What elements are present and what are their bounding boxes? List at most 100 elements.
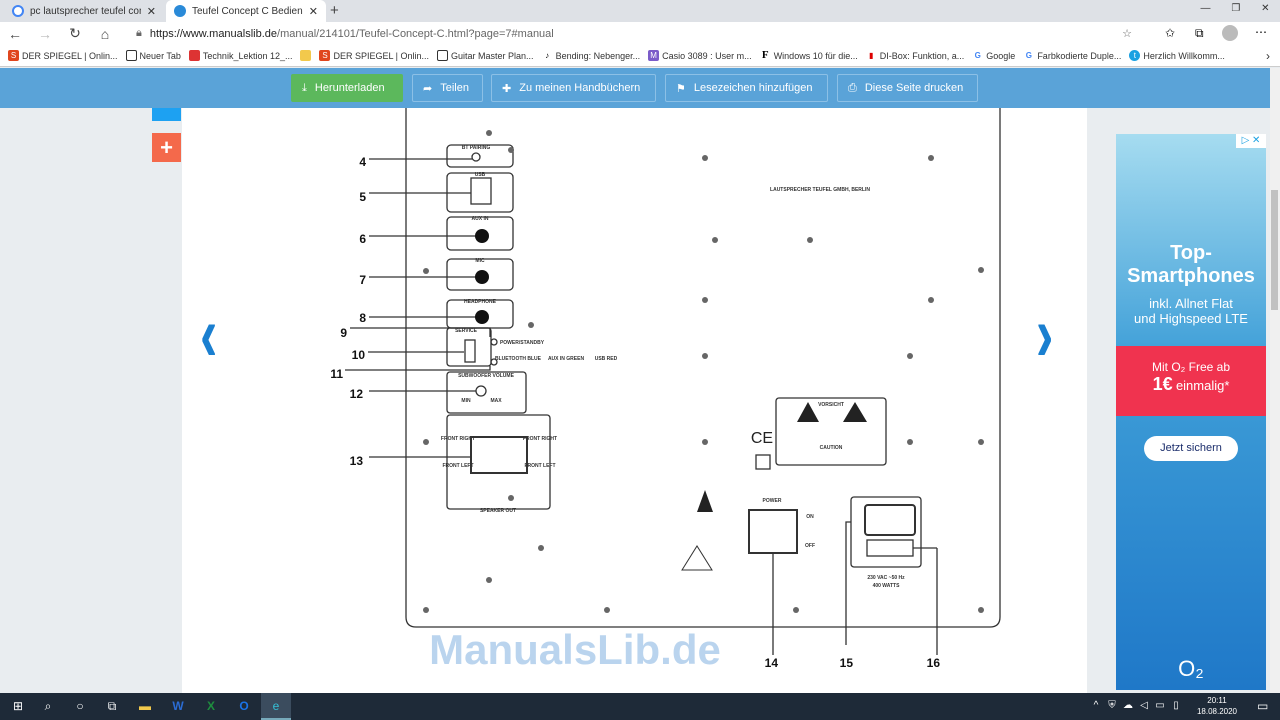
callout-13: 13 <box>350 454 364 468</box>
collections-icon[interactable]: ⧉ <box>1195 26 1204 40</box>
usb-icon[interactable]: ▯ <box>1173 700 1179 711</box>
task-view-icon[interactable]: ⧉ <box>107 699 117 713</box>
page-icon <box>437 50 449 61</box>
profile-avatar[interactable] <box>1222 25 1238 41</box>
bookmark-item[interactable]: ♪Bending: Nebenger... <box>542 50 641 61</box>
spiegel-icon: S <box>319 50 331 61</box>
share-button[interactable]: ➦Teilen <box>412 74 483 102</box>
edge-icon[interactable]: e <box>261 693 291 720</box>
print-icon: ⎙ <box>848 81 857 94</box>
home-icon[interactable]: ⌂ <box>100 25 110 42</box>
previous-page-arrow[interactable]: ‹ <box>200 291 218 379</box>
bookmark-icon: ⚑ <box>676 82 686 95</box>
bookmark-label: DER SPIEGEL | Onlin... <box>22 50 118 61</box>
start-icon[interactable]: ⊞ <box>12 699 24 713</box>
favorite-star-icon[interactable]: ☆ <box>1122 28 1132 40</box>
close-tab-icon[interactable]: ✕ <box>308 5 318 18</box>
outlook-icon[interactable]: O <box>239 699 249 713</box>
new-tab-button[interactable]: + <box>330 2 339 19</box>
bookmark-label: DER SPIEGEL | Onlin... <box>333 50 430 61</box>
front-left-label: FRONT LEFT <box>442 463 473 469</box>
button-label: Diese Seite drucken <box>864 82 964 94</box>
spiegel-icon: S <box>8 50 19 61</box>
more-share-button[interactable]: + <box>152 133 181 162</box>
forward-icon[interactable]: → <box>38 25 52 42</box>
favorites-icon[interactable]: ✩ <box>1165 26 1176 40</box>
service-port <box>464 339 476 363</box>
bookmark-folder[interactable] <box>300 50 312 61</box>
ad-cta-button[interactable]: Jetzt sichern <box>1144 436 1238 461</box>
callout-12: 12 <box>350 387 364 401</box>
system-tray: ^ ⛨ ☁ ◁ ▭ ▯ <box>1090 700 1182 711</box>
tab-google-search[interactable]: pc lautsprecher teufel concept c✕ <box>4 0 164 22</box>
volume-icon[interactable]: ◁ <box>1140 700 1148 711</box>
onedrive-icon[interactable]: ☁ <box>1123 700 1133 711</box>
front-right-label: FRONT RIGHT <box>441 436 475 442</box>
file-explorer-icon[interactable]: ▬ <box>139 699 151 713</box>
speaker-out-box <box>446 414 551 510</box>
print-page-button[interactable]: ⎙ Diese Seite drucken <box>837 74 978 102</box>
menu-icon[interactable]: ⋯ <box>1255 25 1267 39</box>
lock-icon: 🔒︎ <box>136 27 142 39</box>
callout-16: 16 <box>927 656 941 670</box>
bookmark-item[interactable]: G Google <box>972 50 1016 61</box>
next-page-arrow[interactable]: › <box>1036 291 1054 379</box>
reload-icon[interactable]: ↻ <box>69 25 81 41</box>
network-icon[interactable]: ▭ <box>1155 700 1165 711</box>
time: 20:11 <box>1207 696 1227 705</box>
google-icon: G <box>974 51 981 60</box>
maximize-button[interactable]: ❐ <box>1231 3 1241 14</box>
manufacturer-label: LAUTSPRECHER TEUFEL GMBH, BERLIN <box>770 187 870 193</box>
tab-manualslib[interactable]: Teufel Concept C Bedienungsanleitung✕ <box>166 0 326 22</box>
bookmark-label: Windows 10 für die... <box>773 50 858 61</box>
add-to-manuals-button[interactable]: ✚Zu meinen Handbüchern <box>491 74 656 102</box>
minimize-button[interactable]: — <box>1200 3 1211 14</box>
manual-page-area <box>182 108 1087 693</box>
twitter-share-button[interactable] <box>152 108 181 121</box>
back-icon[interactable]: ← <box>8 25 22 42</box>
close-tab-icon[interactable]: ✕ <box>146 5 156 18</box>
bookmark-item[interactable]: ▮DI-Box: Funktion, a... <box>866 50 964 61</box>
download-button[interactable]: ⤓Herunterladen <box>291 74 403 102</box>
date: 18.08.2020 <box>1196 707 1238 716</box>
ad-choices-close-icon[interactable]: ▷ ✕ <box>1236 134 1266 148</box>
excel-icon[interactable]: X <box>206 699 215 713</box>
word-icon[interactable]: W <box>172 699 184 713</box>
ad-subtext: inkl. Allnet Flat <box>1149 296 1233 311</box>
bookmark-item[interactable]: Neuer Tab <box>125 50 181 61</box>
bookmark-item[interactable]: Technik_Lektion 12_... <box>188 50 293 61</box>
close-window-button[interactable]: ✕ <box>1261 3 1270 14</box>
scrollbar-thumb[interactable] <box>1271 190 1278 310</box>
bookmark-label: Bending: Nebenger... <box>555 50 641 61</box>
search-icon[interactable]: ⌕ <box>44 699 52 713</box>
service-label: SERVICE <box>455 328 478 334</box>
ad-offer-banner: Mit O₂ Free ab 1€ einmalig* <box>1116 346 1266 416</box>
vertical-scrollbar[interactable] <box>1270 68 1280 693</box>
bt-blue-label: BLUETOOTH BLUE <box>495 356 542 362</box>
panel-outline <box>405 108 1001 628</box>
max-label: MAX <box>490 398 502 404</box>
m-icon: M <box>648 50 660 61</box>
cortana-icon[interactable]: ○ <box>76 699 84 713</box>
add-bookmark-button[interactable]: ⚑Lesezeichen hinzufügen <box>665 74 828 102</box>
more-bookmarks-chevron-icon[interactable]: › <box>1258 49 1278 63</box>
clock[interactable]: 20:11 18.08.2020 <box>1194 695 1240 717</box>
notifications-icon[interactable]: ▭ <box>1257 699 1269 713</box>
bookmark-item[interactable]: Guitar Master Plan... <box>437 50 534 61</box>
button-label: Teilen <box>440 82 469 94</box>
url-field[interactable]: 🔒︎https://www.manualslib.de/manual/21410… <box>130 24 1140 43</box>
bookmark-label: Casio 3089 : User m... <box>662 50 752 61</box>
tray-chevron-icon[interactable]: ^ <box>1093 700 1099 711</box>
security-icon[interactable]: ⛨ <box>1108 700 1116 711</box>
bookmark-label: Technik_Lektion 12_... <box>202 50 293 61</box>
bookmark-label: Google <box>986 50 1016 61</box>
o2-advertisement[interactable]: ▷ ✕ Top- Smartphones inkl. Allnet Flat u… <box>1116 134 1266 690</box>
callout-14: 14 <box>765 656 779 670</box>
